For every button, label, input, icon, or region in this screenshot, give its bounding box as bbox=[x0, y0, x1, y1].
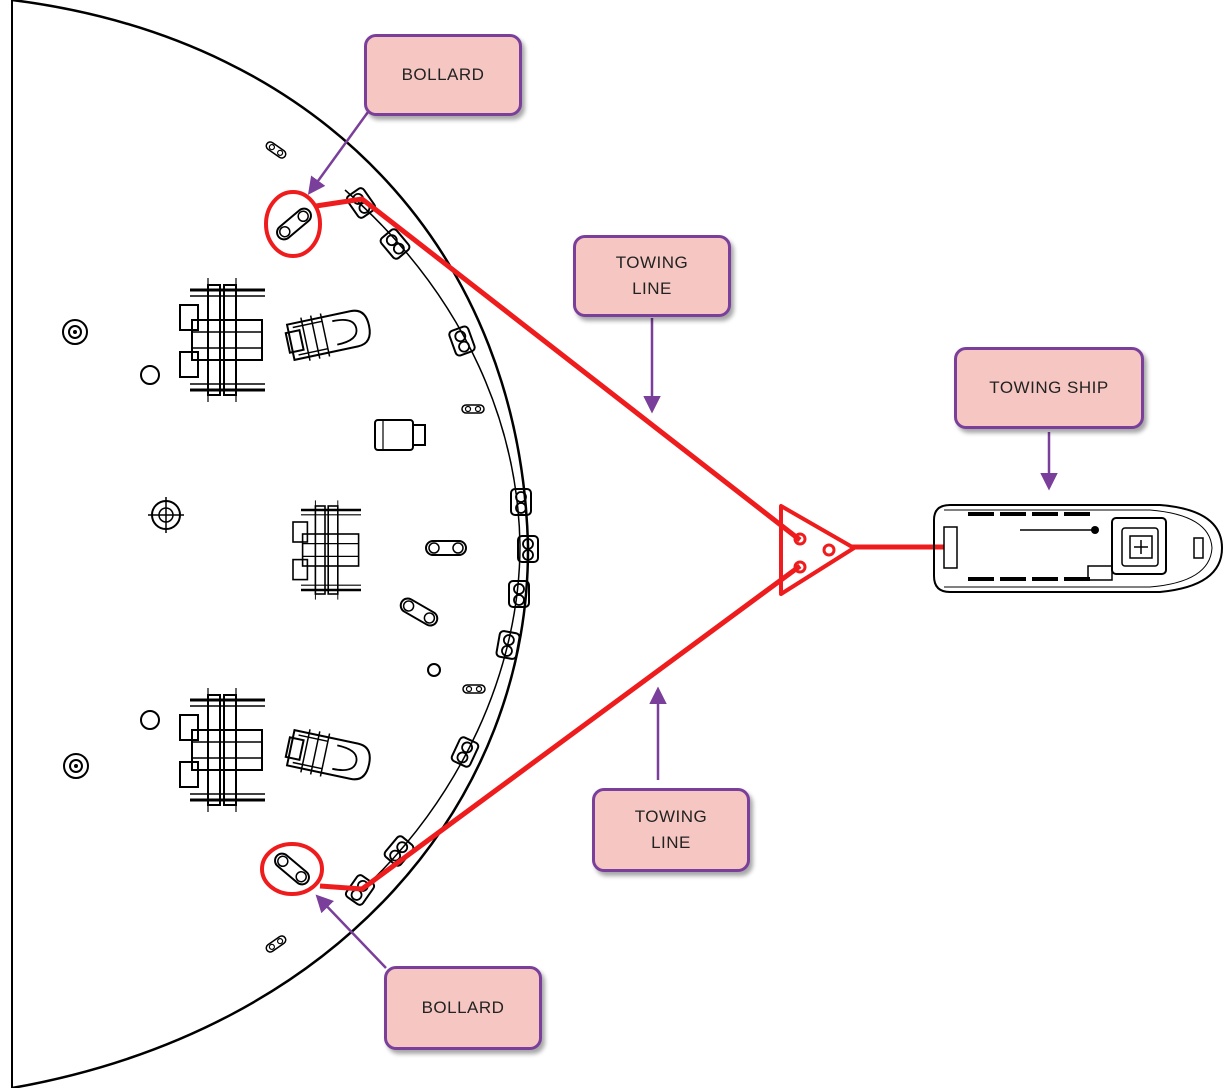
deck-machine bbox=[374, 419, 426, 451]
bollard-highlight-top bbox=[264, 190, 322, 258]
deck-fitting bbox=[427, 663, 441, 677]
callout-bollard-top: BOLLARD bbox=[364, 34, 522, 116]
deck-fitting bbox=[63, 753, 89, 779]
fairlead bbox=[510, 488, 532, 516]
bollard-icon bbox=[273, 204, 315, 244]
small-bollard bbox=[461, 404, 485, 414]
small-bollard bbox=[263, 139, 289, 161]
towing-lines bbox=[315, 196, 944, 892]
winch-icon bbox=[178, 276, 267, 404]
callout-towing-line-bottom: TOWING LINE bbox=[592, 788, 750, 872]
windlass bbox=[282, 724, 375, 787]
arrow-bollard-top bbox=[307, 111, 370, 195]
bollard-icon bbox=[271, 849, 313, 889]
winch-icon bbox=[178, 686, 267, 814]
tug-boat-icon bbox=[933, 504, 1224, 593]
bollard-highlight-bottom bbox=[260, 842, 324, 896]
deck-fitting bbox=[62, 319, 88, 345]
winch-icon bbox=[291, 499, 363, 601]
fairlead bbox=[449, 734, 481, 770]
windlass bbox=[282, 303, 375, 366]
fairlead bbox=[494, 629, 522, 661]
callout-towing-line-top: TOWING LINE bbox=[573, 235, 731, 317]
small-bollard bbox=[462, 684, 486, 694]
callout-towing-ship: TOWING SHIP bbox=[954, 347, 1144, 429]
bollard-icon bbox=[425, 540, 467, 556]
deck-target-fitting bbox=[148, 497, 184, 533]
callout-bollard-bottom: BOLLARD bbox=[384, 966, 542, 1050]
arrow-bollard-bottom bbox=[315, 894, 387, 969]
towing-line-upper bbox=[315, 196, 802, 542]
triangle-bridle-plate-icon bbox=[779, 504, 856, 596]
fairlead bbox=[447, 324, 477, 358]
bollard-icon bbox=[397, 594, 441, 630]
small-bollard bbox=[263, 933, 289, 955]
vessel-deck-plan bbox=[11, 0, 539, 1088]
callout-arrows bbox=[307, 111, 1058, 969]
hull-inner-bulwark bbox=[344, 189, 521, 893]
towing-line-lower bbox=[319, 563, 802, 892]
hull-outer-edge bbox=[11, 0, 530, 1088]
